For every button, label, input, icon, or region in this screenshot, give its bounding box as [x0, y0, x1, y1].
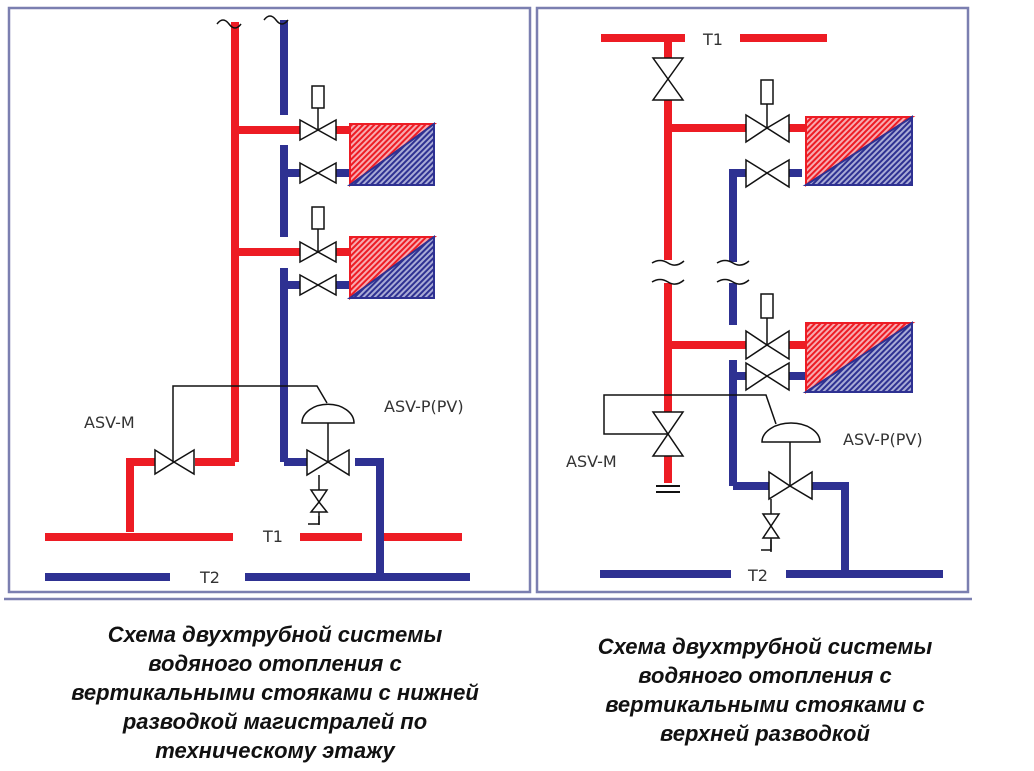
radiator: [802, 115, 916, 187]
radiator: [802, 321, 916, 394]
asv-m-valve-icon: [651, 411, 685, 457]
left-diagram: T1 T2 ASV-M ASV-P(PV): [45, 15, 470, 587]
frames: [4, 6, 972, 601]
radiator: [346, 122, 438, 187]
shutoff-valve-icon: [745, 158, 790, 189]
label-t2: T2: [199, 568, 220, 587]
shutoff-valve-icon: [299, 161, 337, 185]
impulse-line: [172, 385, 328, 462]
asv-m-valve-icon: [154, 448, 195, 476]
right-frame: [535, 6, 970, 594]
shutoff-valve-icon: [299, 273, 337, 297]
caption-top-distribution: Схема двухтрубной системы водяного отопл…: [597, 634, 933, 746]
label-t1: T1: [702, 30, 723, 49]
pipe-cap-icon: [656, 485, 680, 493]
pipe-break-icon: [216, 15, 289, 29]
shutoff-valve-icon: [745, 361, 790, 392]
riser-shutoff-valve-icon: [651, 57, 685, 101]
return-riser: [729, 169, 849, 572]
thermostatic-valve-icon: [299, 206, 337, 264]
right-diagram: T1 T2 ASV-M ASV-P(PV): [566, 30, 943, 585]
supply-riser: [126, 22, 350, 532]
label-asv-p: ASV-P(PV): [384, 397, 464, 416]
pipe-break-icon: [651, 259, 750, 285]
asv-p-valve-icon: [301, 403, 355, 525]
thermostatic-valve-icon: [745, 293, 790, 361]
thermostatic-valve-icon: [745, 79, 790, 144]
radiator: [346, 235, 438, 300]
label-asv-m: ASV-M: [84, 413, 135, 432]
thermostatic-valve-icon: [299, 85, 337, 142]
label-t1: T1: [262, 527, 283, 546]
left-frame: [7, 6, 532, 594]
asv-p-valve-icon: [761, 422, 821, 552]
label-asv-m: ASV-M: [566, 452, 617, 471]
caption-bottom-distribution: Схема двухтрубной системы водяного отопл…: [71, 622, 479, 763]
impulse-line: [603, 394, 777, 435]
label-t2: T2: [747, 566, 768, 585]
label-asv-p: ASV-P(PV): [843, 430, 923, 449]
